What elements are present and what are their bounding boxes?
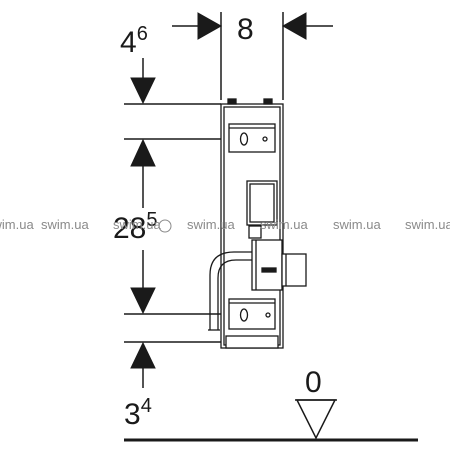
- floor-level-marker: [295, 399, 337, 440]
- drain-pipe-inner: [217, 259, 252, 330]
- bottom-offset-sup: 4: [141, 395, 152, 417]
- frame-top-cap-right: [263, 98, 273, 105]
- watermark-2: swim.ua: [41, 217, 89, 232]
- watermark-6: swim.ua: [333, 217, 381, 232]
- watermark-3: swim.ua: [113, 217, 161, 232]
- watermark-circle: [158, 219, 172, 233]
- width-arrow-right: [281, 12, 307, 40]
- height-arrow-top: [130, 138, 156, 167]
- depth-small-sup: 6: [137, 23, 148, 45]
- watermark-4: swim.ua: [187, 217, 235, 232]
- frame-top-cap-left: [227, 98, 237, 105]
- width-arrow-left: [197, 12, 223, 40]
- floor-level-label: 0: [305, 366, 322, 399]
- width-dimension: [172, 12, 333, 100]
- depth-small-label: 46: [120, 23, 148, 59]
- bottom-offset-dimension: [124, 341, 225, 388]
- bottom-offset-main: 3: [124, 398, 141, 431]
- floor-level-triangle: [295, 399, 337, 440]
- watermark-row: swim.ua swim.ua swim.ua swim.ua swim.ua …: [0, 217, 450, 233]
- middle-box: [246, 180, 278, 226]
- middle-box-slot: [248, 225, 262, 239]
- bottom-offset-label: 34: [124, 395, 152, 431]
- watermark-5: swim.ua: [260, 217, 308, 232]
- height-mid-label: 285: [113, 209, 158, 245]
- bottom-arrow: [130, 341, 156, 369]
- mounting-frame: [208, 98, 307, 349]
- height-mid-main: 28: [113, 212, 146, 245]
- top-bracket-screw: [262, 136, 268, 142]
- depth-arrow: [130, 77, 156, 105]
- bottom-bracket-hole: [239, 308, 249, 322]
- middle-box-inner: [249, 183, 275, 223]
- frame-foot: [225, 335, 279, 349]
- watermark-1: swim.ua: [0, 217, 34, 232]
- connection-block: [251, 239, 283, 291]
- height-dimension: [124, 138, 242, 315]
- depth-small-dimension: [124, 58, 221, 105]
- watermark-7: swim.ua: [405, 217, 450, 232]
- height-mid-sup: 5: [146, 209, 157, 231]
- drain-pipe-outer: [209, 251, 252, 330]
- width-label: 8: [237, 13, 254, 46]
- connection-bar: [261, 267, 277, 273]
- bottom-bracket-screw: [265, 312, 271, 318]
- depth-small-main: 4: [120, 26, 137, 59]
- height-arrow-bottom: [130, 287, 156, 315]
- top-bracket-hole: [239, 132, 249, 146]
